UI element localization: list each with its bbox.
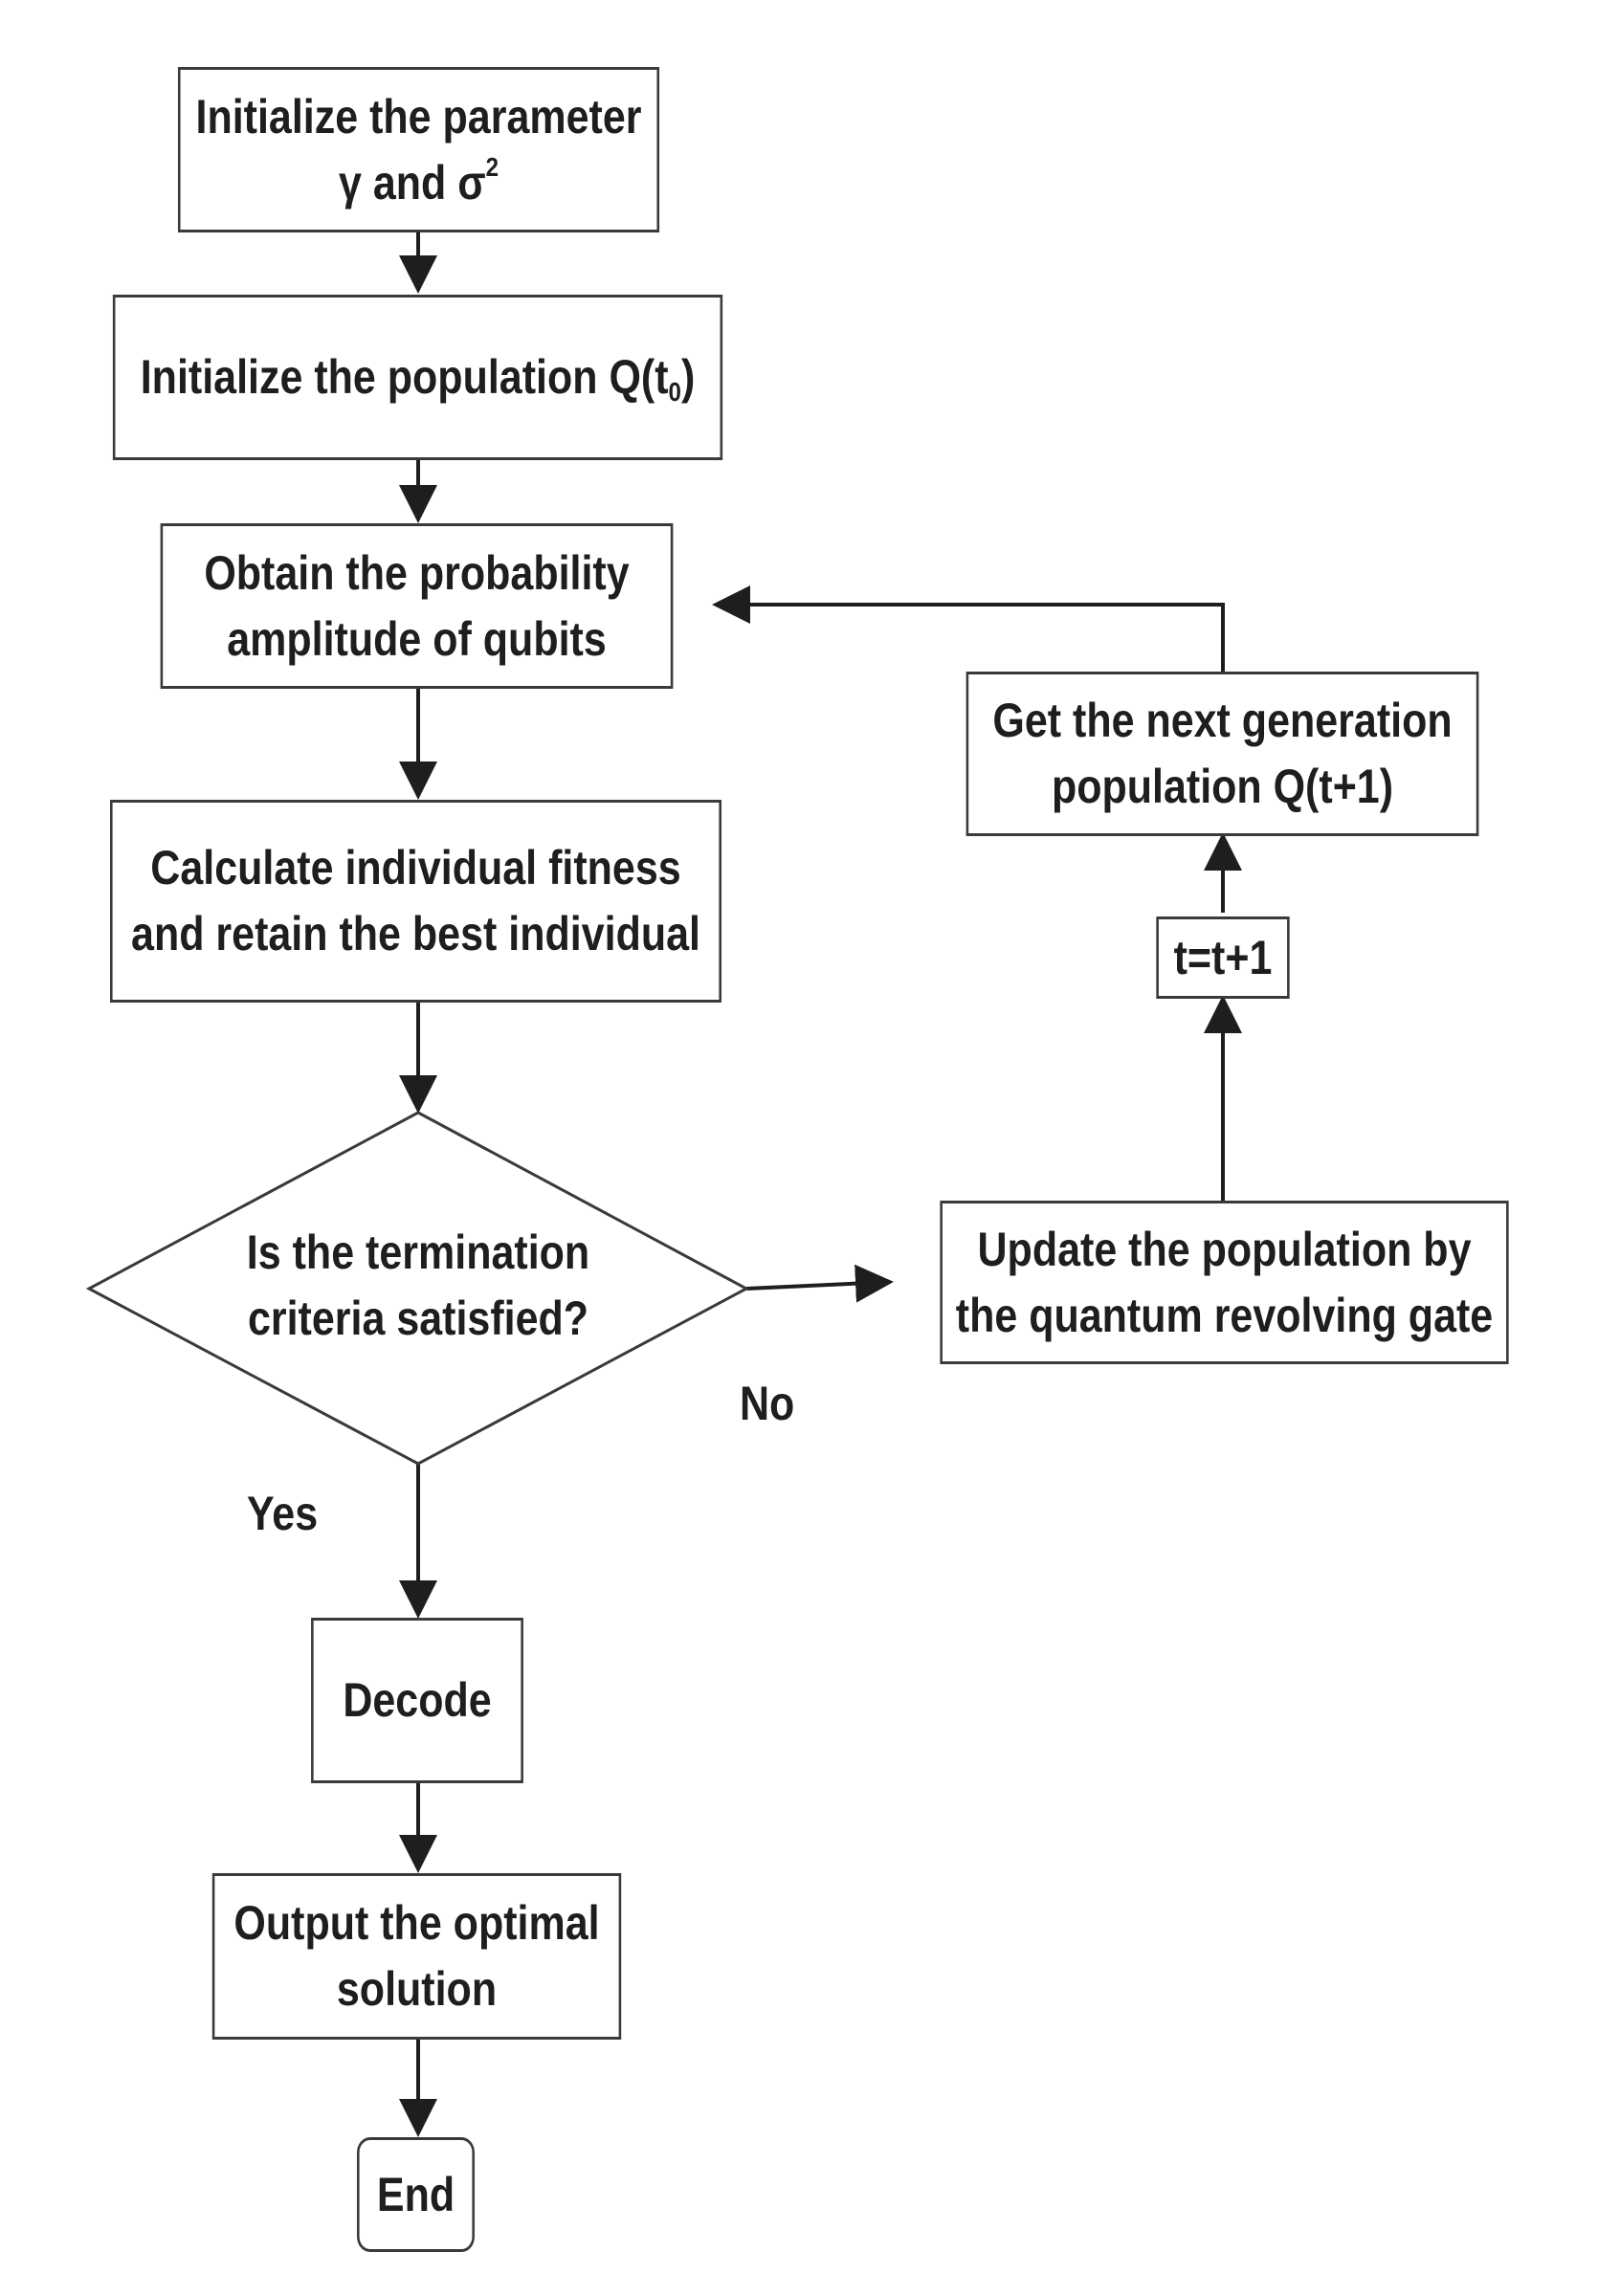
obtain-probability-line2: amplitude of qubits bbox=[227, 611, 607, 666]
init-parameter-box: Initialize the parameter γ and σ2 bbox=[177, 67, 660, 232]
update-population-box: Update the population by the quantum rev… bbox=[940, 1201, 1509, 1364]
update-population-line1: Update the population by bbox=[977, 1222, 1472, 1276]
next-generation-line2: population Q(t+1) bbox=[1051, 760, 1394, 813]
end-box: End bbox=[357, 2137, 475, 2252]
yes-label: Yes bbox=[247, 1487, 319, 1540]
output-solution-box: Output the optimal solution bbox=[211, 1873, 622, 2040]
init-parameter-line1: Initialize the parameter bbox=[195, 89, 642, 144]
calculate-fitness-line1: Calculate individual fitness bbox=[150, 841, 681, 894]
calculate-fitness-line2: and retain the best individual bbox=[131, 907, 700, 960]
next-generation-line1: Get the next generation bbox=[992, 694, 1453, 747]
init-parameter-line2: γ and σ bbox=[338, 155, 486, 210]
decode-label: Decode bbox=[343, 1673, 492, 1727]
output-solution-line2: solution bbox=[336, 1962, 498, 2016]
increment-box: t=t+1 bbox=[1156, 916, 1290, 999]
decision-line2: criteria satisfied? bbox=[247, 1292, 589, 1345]
decision-line1: Is the termination bbox=[246, 1225, 590, 1279]
init-population-text: Initialize the population Q(t bbox=[140, 350, 669, 404]
end-label: End bbox=[376, 2167, 455, 2221]
time-subscript: 0 bbox=[668, 377, 681, 407]
decision-diamond bbox=[85, 1111, 750, 1466]
output-solution-line1: Output the optimal bbox=[233, 1896, 600, 1950]
arrow-decision-to-update bbox=[745, 1264, 894, 1303]
decision-text: Is the termination criteria satisfied? bbox=[171, 1220, 665, 1352]
obtain-probability-line1: Obtain the probability bbox=[204, 545, 630, 600]
no-label: No bbox=[740, 1377, 795, 1430]
increment-label: t=t+1 bbox=[1173, 930, 1273, 984]
update-population-line2: the quantum revolving gate bbox=[955, 1288, 1494, 1342]
calculate-fitness-box: Calculate individual fitness and retain … bbox=[110, 800, 721, 1003]
obtain-probability-box: Obtain the probability amplitude of qubi… bbox=[160, 523, 674, 689]
arrow-next-gen-to-obtain-prob bbox=[712, 585, 1225, 672]
sigma-exponent: 2 bbox=[485, 151, 499, 182]
next-generation-box: Get the next generation population Q(t+1… bbox=[965, 672, 1479, 836]
init-population-close: ) bbox=[680, 350, 696, 404]
decode-box: Decode bbox=[311, 1618, 523, 1783]
init-population-box: Initialize the population Q(t0) bbox=[112, 295, 723, 460]
